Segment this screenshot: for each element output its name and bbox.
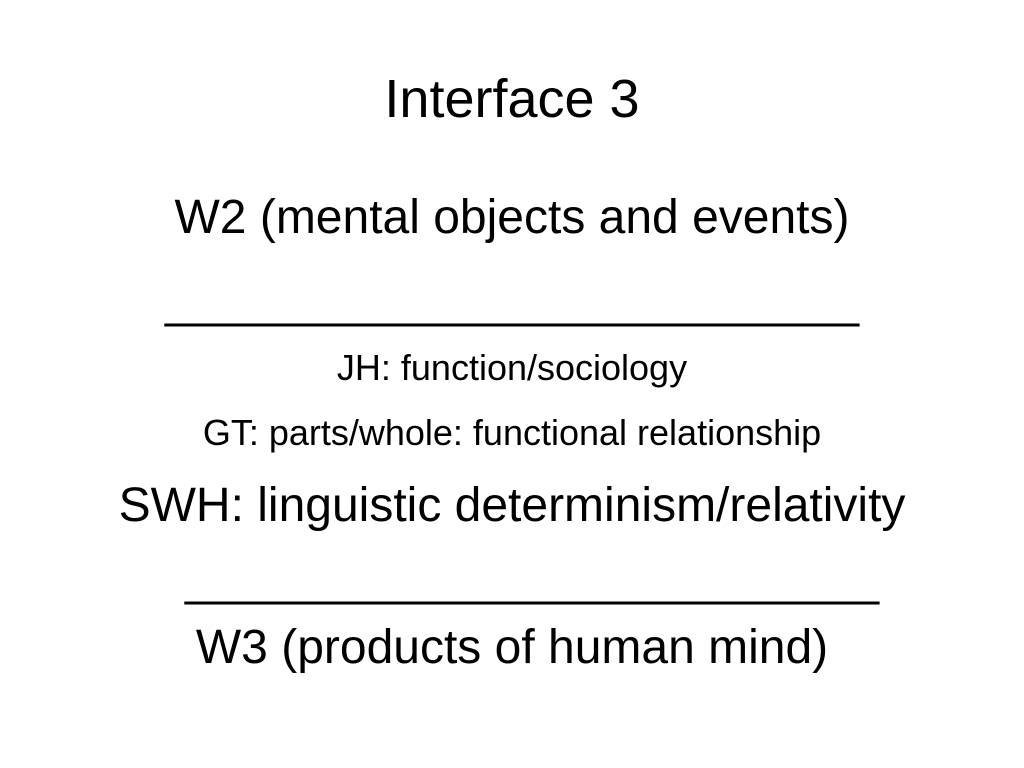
w2-line: W2 (mental objects and events) (0, 194, 1024, 242)
separator-line-bottom: __________________________ (20, 556, 1024, 604)
w3-line: W3 (products of human mind) (0, 624, 1024, 672)
jh-line: JH: function/sociology (0, 350, 1024, 386)
swh-line: SWH: linguistic determinism/relativity (0, 482, 1024, 530)
separator-line-top: __________________________ (0, 278, 1024, 326)
slide-title: Interface 3 (0, 72, 1024, 126)
gt-line: GT: parts/whole: functional relationship (0, 415, 1024, 451)
